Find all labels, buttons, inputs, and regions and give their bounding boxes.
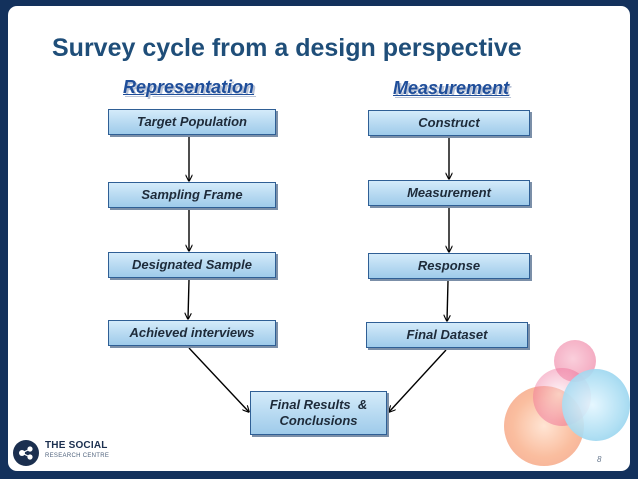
logo-text-line1: THE SOCIAL — [45, 440, 108, 451]
arrow-achieved-to-results — [188, 347, 249, 412]
arrow-dataset-to-results — [389, 349, 447, 412]
step-sampling-frame: Sampling Frame — [108, 182, 276, 208]
slide: Survey cycle from a design perspective R… — [8, 6, 630, 471]
decorative-bubble-blue — [562, 369, 630, 441]
measurement-heading: Measurement — [393, 78, 510, 98]
step-response: Response — [368, 253, 530, 279]
step-final-dataset: Final Dataset — [366, 322, 528, 348]
organisation-logo: THE SOCIAL RESEARCH CENTRE — [11, 438, 141, 468]
flow-arrows — [8, 137, 630, 471]
arrow-designated-to-achieved — [188, 279, 189, 319]
final-results-line2: Conclusions — [279, 413, 358, 428]
slide-title: Survey cycle from a design perspective — [52, 34, 522, 62]
final-results-line1: Final Results & — [269, 397, 368, 412]
step-construct: Construct — [368, 110, 530, 136]
logo-mark-icon — [13, 440, 39, 466]
representation-heading: Representation — [123, 77, 255, 97]
logo-text-line2: RESEARCH CENTRE — [45, 453, 110, 459]
arrow-response-to-dataset — [447, 280, 448, 321]
step-achieved-interviews: Achieved interviews — [108, 320, 276, 346]
step-final-results: Final Results & Conclusions — [250, 391, 387, 435]
page-number: 8 — [597, 455, 602, 464]
step-designated-sample: Designated Sample — [108, 252, 276, 278]
step-target-population: Target Population — [108, 109, 276, 135]
step-measurement: Measurement — [368, 180, 530, 206]
